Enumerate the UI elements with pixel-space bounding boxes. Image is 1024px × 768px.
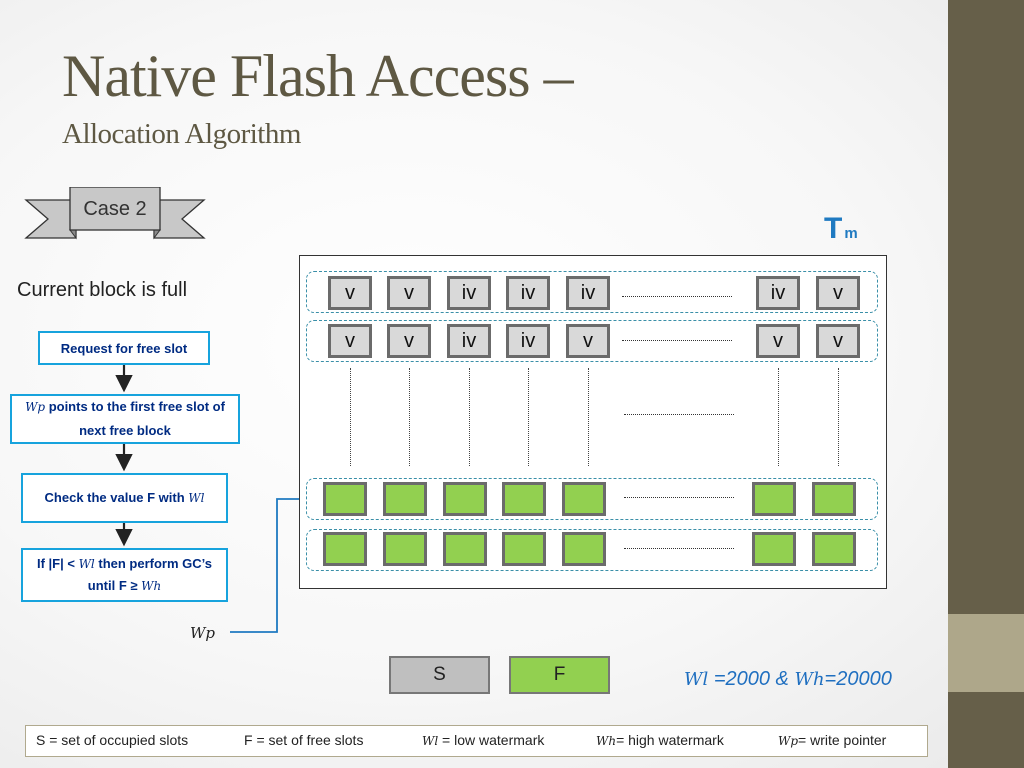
def-wp-text: = write pointer (798, 732, 887, 748)
slot-free (812, 482, 856, 516)
row-ellipsis (624, 497, 734, 498)
write-pointer-line (230, 491, 322, 633)
slot-free (502, 532, 546, 566)
current-status: Current block is full (17, 279, 188, 301)
wl-symbol: Wl (188, 491, 205, 505)
middle-ellipsis (624, 414, 734, 415)
column-ellipsis (838, 368, 839, 466)
slot-free (502, 482, 546, 516)
case-ribbon (24, 187, 206, 240)
slot-occupied: iv (506, 324, 550, 358)
flow-step3-text: Check the value F with (44, 490, 189, 505)
column-ellipsis (409, 368, 410, 466)
slot-free (323, 482, 367, 516)
wp-symbol: Wp (778, 734, 799, 748)
side-accent (948, 614, 1024, 692)
wh-symbol: Wh (141, 579, 162, 593)
flow-step-pointer: Wp points to the first free slot of next… (10, 394, 240, 444)
slot-occupied: iv (756, 276, 800, 310)
slot-free (562, 482, 606, 516)
definitions-footer: S = set of occupied slots F = set of fre… (25, 725, 928, 757)
wh-value: =20000 (824, 668, 892, 690)
case-label: Case 2 (83, 198, 147, 220)
def-low-watermark: Wl = low watermark (422, 732, 544, 748)
slot-occupied: v (816, 324, 860, 358)
wl-symbol: Wl (422, 734, 439, 748)
legend-occupied: S (389, 656, 490, 694)
flow-step-request: Request for free slot (38, 331, 210, 365)
slot-occupied: iv (447, 276, 491, 310)
slot-free (383, 532, 427, 566)
def-write-pointer: Wp= write pointer (778, 732, 886, 748)
def-high-text: = high watermark (616, 732, 724, 748)
block-row-frame (306, 529, 878, 571)
slot-occupied: v (328, 324, 372, 358)
wh-symbol: Wh (596, 734, 617, 748)
column-ellipsis (350, 368, 351, 466)
tm-main: T (824, 212, 843, 245)
block-row-frame (306, 320, 878, 362)
legend-free: F (509, 656, 610, 694)
flow-step2-text: points to the first free slot of next fr… (45, 399, 225, 438)
column-ellipsis (588, 368, 589, 466)
slot-occupied: v (566, 324, 610, 358)
slot-occupied: iv (506, 276, 550, 310)
slot-occupied: v (387, 324, 431, 358)
wl-symbol: Wl (78, 557, 95, 571)
flow-step4-pre: If |F| < (36, 556, 79, 571)
def-occupied: S = set of occupied slots (36, 732, 189, 748)
slot-free (443, 532, 487, 566)
slot-occupied: v (328, 276, 372, 310)
row-ellipsis (624, 548, 734, 549)
slot-free (383, 482, 427, 516)
wl-symbol: Wl (684, 669, 709, 690)
def-low-text: = low watermark (438, 732, 545, 748)
slot-occupied: v (816, 276, 860, 310)
write-pointer-label: Wp (190, 624, 216, 642)
tm-sub: m (844, 225, 858, 242)
flow-step-check: Check the value F with Wl (21, 473, 228, 523)
block-row-frame (306, 271, 878, 313)
flow-step-gc: If |F| < Wl then perform GC’s until F ≥ … (21, 548, 228, 602)
watermark-values: Wl =2000 & Wh=20000 (684, 668, 892, 691)
column-ellipsis (528, 368, 529, 466)
slot-free (562, 532, 606, 566)
row-ellipsis (622, 296, 732, 297)
column-ellipsis (469, 368, 470, 466)
slot-occupied: v (756, 324, 800, 358)
slot-free (752, 482, 796, 516)
slot-occupied: iv (447, 324, 491, 358)
slot-occupied: v (387, 276, 431, 310)
column-ellipsis (778, 368, 779, 466)
wl-value: =2000 & (708, 668, 795, 690)
block-row-frame (306, 478, 878, 520)
slot-free (443, 482, 487, 516)
row-ellipsis (622, 340, 732, 341)
wh-symbol: Wh (794, 669, 825, 690)
slot-occupied: iv (566, 276, 610, 310)
slot-free (752, 532, 796, 566)
flow-step4-mid: then perform GC’s until F ≥ (87, 556, 213, 593)
slide-subtitle: Allocation Algorithm (62, 118, 301, 150)
def-free: F = set of free slots (244, 732, 364, 748)
slot-free (323, 532, 367, 566)
def-high-watermark: Wh= high watermark (596, 732, 724, 748)
slot-free (812, 532, 856, 566)
slide-title: Native Flash Access – (62, 43, 574, 109)
wp-symbol: Wp (25, 400, 46, 414)
